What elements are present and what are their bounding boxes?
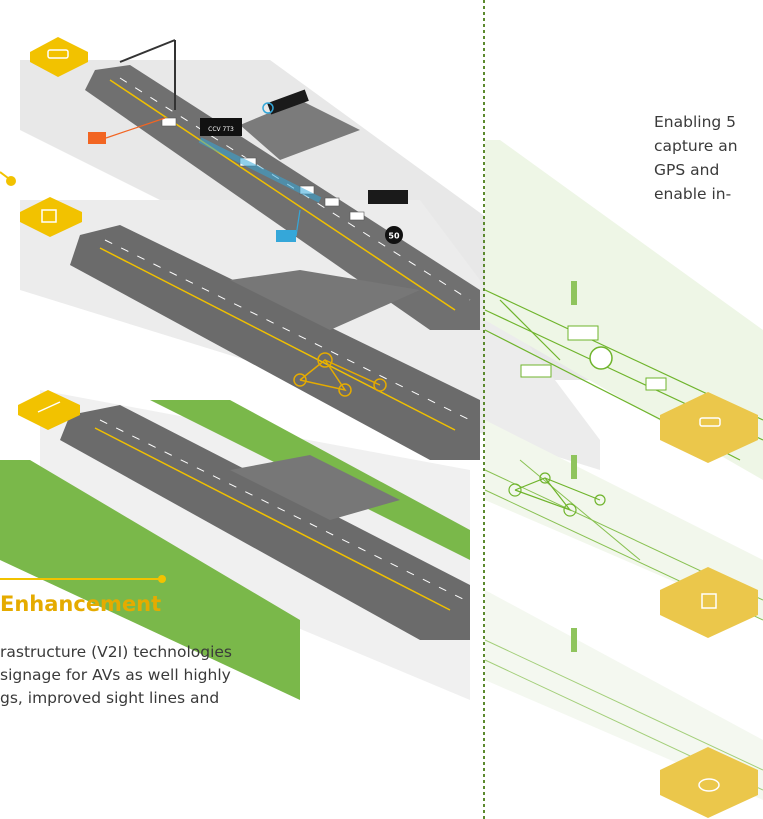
enhancement-description-line: rastructure (V2I) technologies xyxy=(0,643,233,661)
digital-layer-top xyxy=(485,140,763,480)
speed-limit-text: 50 xyxy=(388,232,400,241)
road-layer-middle xyxy=(70,225,480,460)
heading-connector-dot xyxy=(158,575,166,583)
overhead-sign xyxy=(267,89,309,115)
vehicle-car xyxy=(324,197,340,207)
camera-blue xyxy=(276,230,296,242)
speed-limit-sign xyxy=(385,226,403,244)
document-layer-icon xyxy=(20,197,82,237)
disk-layer-icon xyxy=(660,747,758,818)
enhancement-description-line: signage for AVs as well highly xyxy=(0,666,231,684)
car-layer-icon xyxy=(30,37,88,77)
lane-dash-top xyxy=(119,77,471,301)
road-layer-top xyxy=(85,65,480,330)
vehicle-car xyxy=(349,211,365,221)
digital-tree xyxy=(571,281,577,305)
enhancement-description-line: gs, improved sight lines and xyxy=(0,689,220,707)
road-layer-bottom xyxy=(60,405,470,640)
digital-vehicle xyxy=(645,377,667,391)
sensor-network-middle xyxy=(293,352,387,397)
enhancement-description: rastructure (V2I) technologies signage f… xyxy=(0,641,300,710)
connection-line-blue xyxy=(295,209,301,237)
digital-sign-text: CCV 7T3 xyxy=(208,126,234,133)
cube-layer-icon xyxy=(660,567,758,638)
info-sign xyxy=(368,190,408,204)
digital-speed-sign xyxy=(589,346,613,370)
lane-dash-bottom xyxy=(99,419,466,601)
road-layer-bottom-branch xyxy=(230,455,400,520)
lane-line-bottom xyxy=(94,427,451,611)
v2i-signal-trail xyxy=(198,137,322,203)
lane-dash-middle xyxy=(104,239,471,421)
digital-sign-board xyxy=(567,325,599,341)
right-description-line: capture an xyxy=(654,137,738,155)
digital-layer-bottom xyxy=(485,590,763,800)
road-layer-middle-branch xyxy=(230,270,420,330)
digital-info-board xyxy=(520,364,552,378)
right-description-line: GPS and xyxy=(654,161,720,179)
digital-sign-board xyxy=(200,118,242,136)
vehicle-car xyxy=(161,117,177,127)
wifi-signal-icon xyxy=(262,102,274,114)
lane-line-middle xyxy=(99,247,456,431)
pin-icon xyxy=(0,171,16,186)
right-description-line: enable in- xyxy=(654,185,732,203)
digital-tree xyxy=(571,628,577,652)
right-description-line: Enabling 5 xyxy=(654,113,737,131)
survey-layer-icon xyxy=(18,390,80,430)
car-digital-icon xyxy=(660,392,758,463)
gantry-arm xyxy=(119,39,176,63)
enhancement-heading: Enhancement xyxy=(0,592,162,616)
digital-sensor-network xyxy=(508,472,606,517)
road-layer-top-branch xyxy=(240,100,360,160)
connection-line-orange xyxy=(105,117,166,139)
right-description: Enabling 5 capture an GPS and enable in- xyxy=(654,110,738,206)
digital-layer-middle xyxy=(485,420,763,620)
camera-orange xyxy=(88,132,106,144)
digital-tree xyxy=(571,455,577,479)
